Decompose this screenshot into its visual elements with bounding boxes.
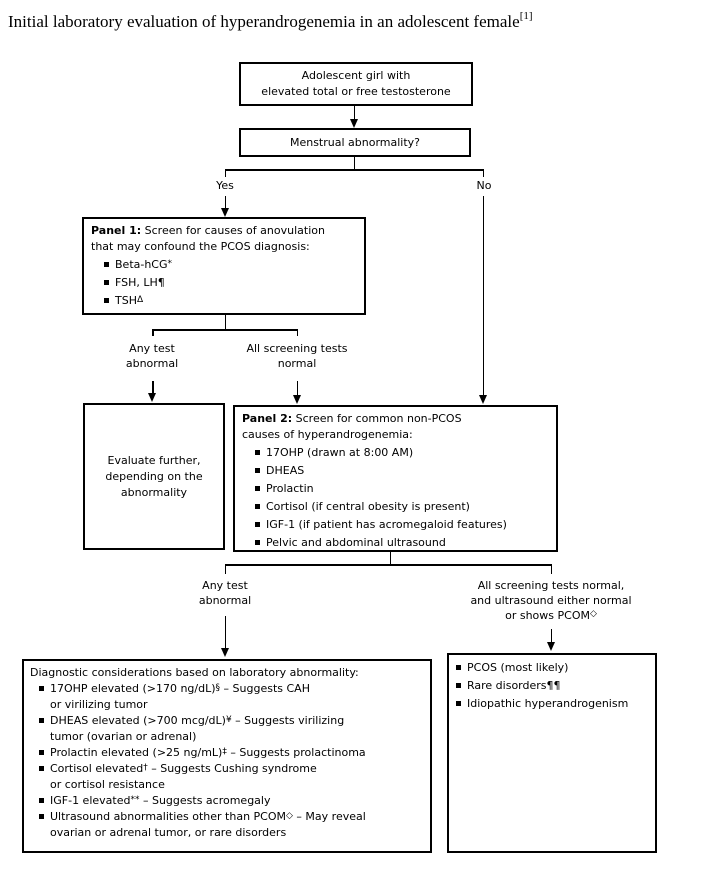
arrow-down-icon	[478, 395, 487, 404]
bullet-square-icon	[39, 750, 44, 755]
connector-line	[224, 564, 226, 574]
list-item: 17OHP (drawn at 8:00 AM)	[252, 445, 549, 461]
panel1-heading: Panel 1: Screen for causes of anovulatio…	[91, 224, 325, 253]
node-question-text: Menstrual abnormality?	[289, 135, 421, 149]
node-question: Menstrual abnormality?	[239, 128, 471, 157]
connector-line	[482, 196, 484, 396]
page-title: Initial laboratory evaluation of hyperan…	[8, 10, 533, 32]
connector-line	[224, 564, 552, 566]
list-item: Beta-hCG*	[101, 257, 357, 273]
list-item: IGF-1 (if patient has acromegaloid featu…	[252, 517, 549, 533]
node-outcomes: PCOS (most likely) Rare disorders¶¶ Idio…	[447, 653, 657, 853]
connector-line	[152, 329, 154, 336]
list-item: Pelvic and abdominal ultrasound	[252, 535, 549, 551]
list-item: Ultrasound abnormalities other than PCOM…	[36, 809, 424, 841]
list-item: Prolactin	[252, 481, 549, 497]
list-item: Cortisol elevated† – Suggests Cushing sy…	[36, 761, 424, 793]
node-start-text: Adolescent girl with elevated total or f…	[261, 69, 451, 98]
connector-line	[550, 564, 552, 574]
branch-label-all-normal-pcom: All screening tests normal, and ultrasou…	[470, 579, 632, 622]
diagnostic-heading: Diagnostic considerations based on labor…	[30, 666, 359, 679]
connector-line	[224, 616, 226, 649]
bullet-square-icon	[456, 683, 461, 688]
node-panel2: Panel 2: Screen for common non-PCOS caus…	[233, 405, 558, 552]
connector-line	[152, 381, 154, 394]
bullet-square-icon	[456, 701, 461, 706]
branch-label-any-abnormal: Any test abnormal	[125, 342, 179, 370]
list-item: DHEAS elevated (>700 mcg/dL)¥ – Suggests…	[36, 713, 424, 745]
list-item: FSH, LH¶	[101, 275, 357, 291]
list-item: TSHΔ	[101, 293, 357, 309]
node-evaluate-text: Evaluate further, depending on the abnor…	[105, 453, 203, 499]
bullet-square-icon	[255, 450, 260, 455]
branch-label-no: No	[476, 179, 492, 192]
bullet-square-icon	[104, 298, 109, 303]
title-text: Initial laboratory evaluation of hyperan…	[8, 12, 520, 31]
connector-line	[482, 169, 484, 177]
connector-line	[353, 106, 355, 120]
connector-line	[224, 169, 484, 171]
connector-line	[353, 157, 355, 170]
bullet-square-icon	[255, 486, 260, 491]
list-item: 17OHP elevated (>170 ng/dL)§ – Suggests …	[36, 681, 424, 713]
list-item: PCOS (most likely)	[453, 660, 651, 676]
arrow-down-icon	[546, 642, 555, 651]
bullet-square-icon	[39, 686, 44, 691]
list-item: Rare disorders¶¶	[453, 678, 651, 694]
connector-line	[224, 315, 226, 330]
bullet-square-icon	[255, 540, 260, 545]
bullet-square-icon	[255, 522, 260, 527]
title-reference: [1]	[519, 10, 533, 22]
bullet-square-icon	[104, 262, 109, 267]
bullet-square-icon	[456, 665, 461, 670]
node-panel1: Panel 1: Screen for causes of anovulatio…	[82, 217, 366, 315]
node-start: Adolescent girl with elevated total or f…	[239, 62, 473, 106]
list-item: DHEAS	[252, 463, 549, 479]
connector-line	[550, 629, 552, 643]
bullet-square-icon	[39, 798, 44, 803]
branch-label-yes: Yes	[216, 179, 234, 192]
connector-line	[224, 196, 226, 209]
connector-line	[296, 381, 298, 396]
list-item: Prolactin elevated (>25 ng/mL)‡ – Sugges…	[36, 745, 424, 761]
branch-label-all-normal: All screening tests normal	[246, 342, 348, 370]
bullet-square-icon	[255, 468, 260, 473]
bullet-square-icon	[39, 814, 44, 819]
bullet-square-icon	[104, 280, 109, 285]
list-item: IGF-1 elevated** – Suggests acromegaly	[36, 793, 424, 809]
arrow-down-icon	[349, 119, 358, 128]
panel2-heading: Panel 2: Screen for common non-PCOS caus…	[242, 412, 462, 441]
node-evaluate-further: Evaluate further, depending on the abnor…	[83, 403, 225, 550]
arrow-down-icon	[148, 393, 156, 402]
bullet-square-icon	[255, 504, 260, 509]
arrow-down-icon	[220, 648, 229, 657]
branch-label-any-abnormal: Any test abnormal	[198, 579, 252, 607]
bullet-square-icon	[39, 766, 44, 771]
connector-line	[152, 329, 298, 331]
arrow-down-icon	[220, 208, 229, 217]
bullet-square-icon	[39, 718, 44, 723]
connector-line	[389, 552, 391, 565]
list-item: Cortisol (if central obesity is present)	[252, 499, 549, 515]
connector-line	[224, 169, 226, 177]
list-item: Idiopathic hyperandrogenism	[453, 696, 651, 712]
connector-line	[296, 329, 298, 336]
node-diagnostic-considerations: Diagnostic considerations based on labor…	[22, 659, 432, 853]
arrow-down-icon	[292, 395, 301, 404]
